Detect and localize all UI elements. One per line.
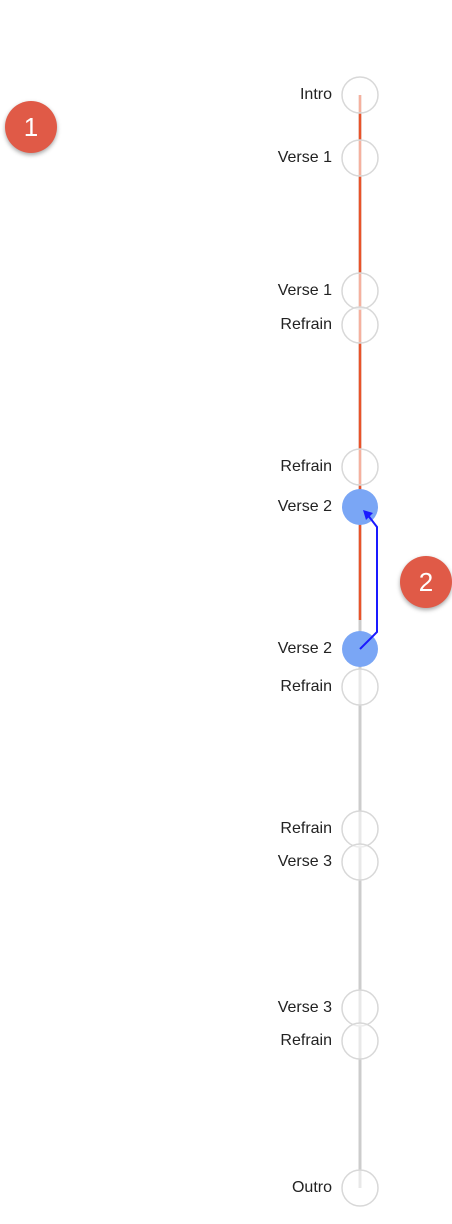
section-node[interactable]	[342, 489, 378, 525]
section-node[interactable]	[341, 448, 379, 486]
section-label: Verse 2	[277, 498, 332, 515]
jump-back-arrow	[359, 510, 378, 650]
jump-arrowhead	[363, 510, 373, 520]
section-node[interactable]	[341, 306, 379, 344]
section-label: Verse 2	[277, 640, 332, 657]
section-node[interactable]	[341, 1022, 379, 1060]
section-label: Refrain	[280, 1032, 332, 1049]
section-node[interactable]	[341, 843, 379, 881]
jump-arrow-path	[359, 513, 378, 650]
section-label: Refrain	[280, 316, 332, 333]
section-label: Verse 3	[277, 853, 332, 870]
section-node[interactable]	[341, 989, 379, 1027]
section-label: Refrain	[280, 820, 332, 837]
section-label: Verse 3	[277, 999, 332, 1016]
section-node[interactable]	[341, 810, 379, 848]
section-label: Refrain	[280, 458, 332, 475]
step-badge-2: 2	[400, 556, 452, 608]
section-label: Intro	[299, 86, 332, 103]
section-node[interactable]	[341, 272, 379, 310]
section-label: Outro	[291, 1179, 332, 1196]
section-label: Verse 1	[277, 149, 332, 166]
section-label: Refrain	[280, 678, 332, 695]
section-node[interactable]	[341, 76, 379, 114]
section-node[interactable]	[341, 1169, 379, 1207]
section-node[interactable]	[341, 139, 379, 177]
section-label: Verse 1	[277, 282, 332, 299]
section-node[interactable]	[341, 668, 379, 706]
step-badge-1: 1	[5, 101, 57, 153]
